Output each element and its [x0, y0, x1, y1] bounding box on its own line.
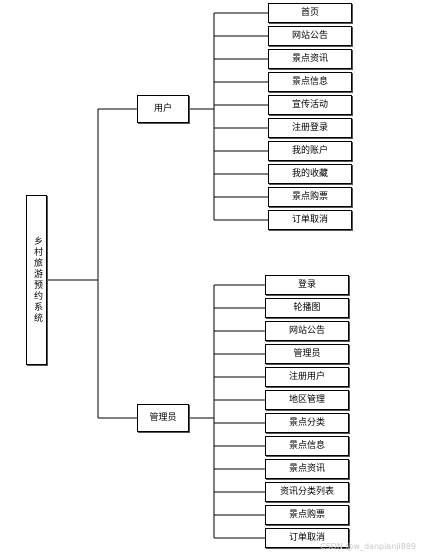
- leaf-node-user: 订单取消: [268, 210, 352, 230]
- leaf-node-user: 景点购票: [268, 187, 352, 207]
- leaf-label: 景点分类: [288, 417, 325, 428]
- leaf-label: 网站公告: [291, 30, 328, 41]
- leaf-label: 注册登录: [291, 122, 328, 133]
- leaf-label: 网站公告: [288, 325, 325, 336]
- leaf-node-admin: 资讯分类列表: [265, 482, 349, 502]
- leaf-label: 地区管理: [288, 394, 325, 405]
- leaf-node-user: 网站公告: [268, 26, 352, 46]
- leaf-label: 景点资讯: [291, 53, 328, 64]
- leaf-label: 景点资讯: [288, 463, 325, 474]
- leaf-node-admin: 地区管理: [265, 390, 349, 410]
- leaf-node-user: 宣传活动: [268, 95, 352, 115]
- leaf-label: 景点购票: [288, 509, 325, 520]
- leaf-node-admin: 景点资讯: [265, 459, 349, 479]
- leaf-node-admin: 登录: [265, 275, 349, 295]
- branch-label-user: 用户: [153, 103, 172, 114]
- leaf-node-user: 景点资讯: [268, 49, 352, 69]
- leaf-label: 景点购票: [291, 191, 328, 202]
- branch-label-admin: 管理员: [149, 412, 177, 423]
- leaf-label: 管理员: [293, 348, 321, 359]
- leaf-node-admin: 订单取消: [265, 528, 349, 548]
- leaf-label: 轮播图: [293, 302, 321, 313]
- leaf-node-user: 我的账户: [268, 141, 352, 161]
- leaf-label: 订单取消: [291, 214, 328, 225]
- leaf-label: 景点信息: [291, 76, 328, 87]
- leaf-label: 宣传活动: [291, 99, 328, 110]
- leaf-label: 我的账户: [291, 145, 328, 156]
- leaf-node-user: 注册登录: [268, 118, 352, 138]
- leaf-node-user: 首页: [268, 3, 352, 23]
- leaf-node-admin: 管理员: [265, 344, 349, 364]
- leaf-node-admin: 景点信息: [265, 436, 349, 456]
- leaf-node-user: 景点信息: [268, 72, 352, 92]
- watermark: CSDN @w_danpianji889: [320, 542, 416, 551]
- leaf-label: 订单取消: [288, 532, 325, 543]
- root-label: 乡村旅游预约系统: [32, 236, 42, 324]
- leaf-node-admin: 轮播图: [265, 298, 349, 318]
- leaf-node-admin: 网站公告: [265, 321, 349, 341]
- branch-node-user: 用户: [137, 95, 189, 123]
- leaf-label: 注册用户: [288, 371, 325, 382]
- branch-node-admin: 管理员: [137, 404, 189, 432]
- leaf-node-admin: 景点分类: [265, 413, 349, 433]
- leaf-node-admin: 注册用户: [265, 367, 349, 387]
- leaf-node-admin: 景点购票: [265, 505, 349, 525]
- leaf-label: 景点信息: [288, 440, 325, 451]
- leaf-label: 首页: [300, 7, 319, 18]
- leaf-label: 登录: [297, 279, 316, 290]
- leaf-label: 我的收藏: [291, 168, 328, 179]
- leaf-label: 资讯分类列表: [279, 486, 334, 497]
- leaf-node-user: 我的收藏: [268, 164, 352, 184]
- root-node: 乡村旅游预约系统: [26, 195, 47, 365]
